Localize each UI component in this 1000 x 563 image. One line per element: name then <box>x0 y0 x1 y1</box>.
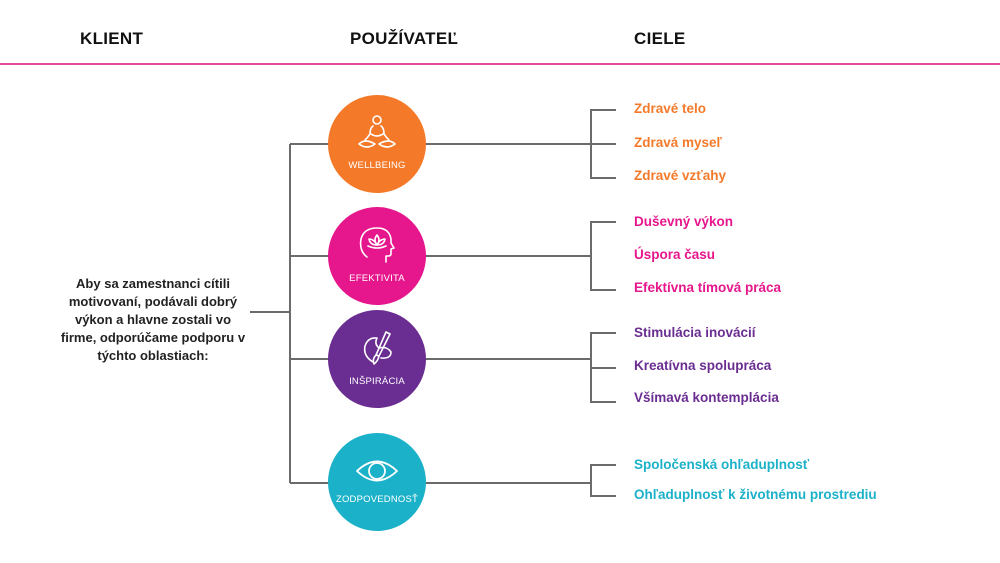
area-wellbeing[interactable]: WELLBEING <box>328 95 426 193</box>
goal-item: Ohľaduplnosť k životnému prostrediu <box>634 487 877 502</box>
meditation-icon <box>358 114 396 148</box>
goal-item: Všímavá kontemplácia <box>634 390 779 405</box>
area-label: WELLBEING <box>348 159 406 171</box>
palette-brush-icon <box>363 330 392 365</box>
goal-item: Stimulácia inovácií <box>634 325 756 340</box>
header-user: POUŽÍVATEĽ <box>350 29 459 48</box>
area-zodpovednost[interactable]: ZODPOVEDNOSŤ <box>328 433 426 531</box>
eye-icon <box>356 460 398 481</box>
goal-item: Kreatívna spolupráca <box>634 358 772 373</box>
header-divider <box>0 63 1000 65</box>
mind-lotus-icon <box>359 226 395 263</box>
bracket-efektivita <box>590 221 616 291</box>
header-goals: CIELE <box>634 29 686 48</box>
header-client: KLIENT <box>80 29 144 48</box>
goal-item: Zdravé vzťahy <box>634 168 727 183</box>
goal-item: Spoločenská ohľaduplnosť <box>634 457 810 472</box>
goal-item: Duševný výkon <box>634 214 734 229</box>
goal-item: Úspora času <box>634 247 716 262</box>
area-label: EFEKTIVITA <box>349 272 405 284</box>
area-label: INŠPIRÁCIA <box>349 375 405 387</box>
goal-item: Zdravé telo <box>634 101 707 116</box>
goal-item: Efektívna tímová práca <box>634 280 782 295</box>
bracket-inspiracia <box>590 332 616 403</box>
area-efektivita[interactable]: EFEKTIVITA <box>328 207 426 305</box>
bracket-zodpovednost <box>590 464 616 497</box>
bracket-wellbeing <box>590 109 616 179</box>
area-label: ZODPOVEDNOSŤ <box>335 493 419 505</box>
client-statement: Aby sa zamestnanci cítili motivovaní, po… <box>60 276 246 363</box>
area-inspiracia[interactable]: INŠPIRÁCIA <box>328 310 426 408</box>
goal-item: Zdravá myseľ <box>634 135 722 150</box>
